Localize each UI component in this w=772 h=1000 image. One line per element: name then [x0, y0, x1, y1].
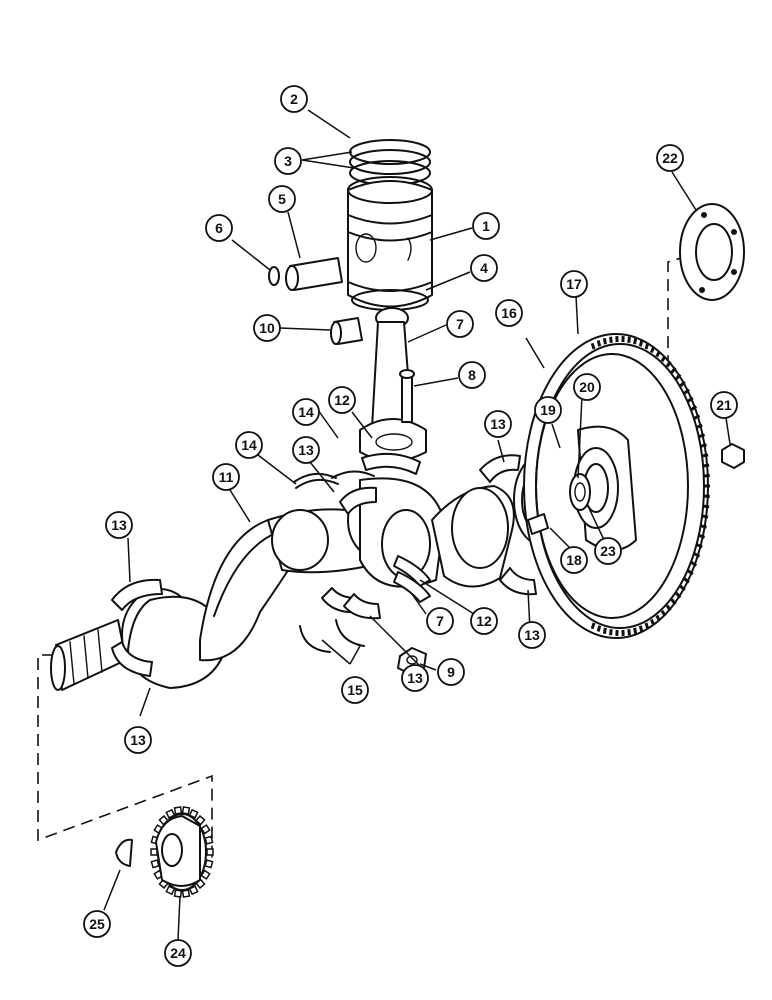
callout-label: 13 [524, 627, 540, 643]
retainer-plate [679, 203, 745, 301]
callout-label: 9 [447, 664, 455, 680]
callout-label: 13 [298, 442, 314, 458]
callout-17: 17 [560, 270, 588, 298]
callout-label: 21 [716, 397, 732, 413]
callout-14-left: 14 [235, 431, 263, 459]
callout-24: 24 [164, 939, 192, 967]
callout-label: 12 [476, 613, 492, 629]
callout-1: 1 [472, 212, 500, 240]
callout-label: 24 [170, 945, 186, 961]
callout-13-center: 13 [292, 436, 320, 464]
callout-14-upper: 14 [292, 398, 320, 426]
retainer-clip [268, 266, 280, 286]
leader-lines [103, 109, 731, 941]
callout-label: 3 [284, 153, 292, 169]
callout-22: 22 [656, 144, 684, 172]
callout-13-center-lower: 13 [401, 664, 429, 692]
callout-label: 14 [298, 404, 314, 420]
main-bearing-shells [111, 454, 537, 677]
callout-label: 4 [480, 260, 488, 276]
flywheel-nut [721, 443, 745, 469]
callout-label: 10 [259, 320, 275, 336]
woodruff-key [115, 838, 133, 867]
callout-label: 11 [219, 469, 234, 485]
callout-label: 20 [579, 379, 595, 395]
crankshaft [50, 455, 573, 691]
dowel-pin [527, 513, 549, 535]
callout-21: 21 [710, 391, 738, 419]
callout-9: 9 [437, 658, 465, 686]
callout-label: 14 [241, 437, 257, 453]
callout-15: 15 [341, 676, 369, 704]
callout-11: 11 [212, 463, 240, 491]
callout-2: 2 [280, 85, 308, 113]
callout-16: 16 [495, 299, 523, 327]
callout-label: 13 [111, 517, 127, 533]
pilot-bearing [569, 473, 591, 511]
piston [347, 139, 433, 311]
callout-13-rear-lower: 13 [518, 621, 546, 649]
ring-gear-teeth [590, 336, 710, 636]
callout-13-front-upper: 13 [105, 511, 133, 539]
callout-20: 20 [573, 373, 601, 401]
callout-7-lower: 7 [426, 607, 454, 635]
flywheel [523, 333, 710, 639]
small-end-bushing [330, 317, 363, 345]
callout-label: 6 [215, 220, 223, 236]
callout-18: 18 [560, 546, 588, 574]
callout-label: 7 [456, 316, 464, 332]
callout-7-upper: 7 [446, 310, 474, 338]
callout-19: 19 [534, 396, 562, 424]
callout-label: 23 [600, 543, 616, 559]
callout-label: 13 [407, 670, 423, 686]
callout-23: 23 [594, 537, 622, 565]
callout-5: 5 [268, 185, 296, 213]
callout-label: 13 [130, 732, 146, 748]
callout-label: 15 [347, 682, 363, 698]
callout-label: 25 [89, 916, 105, 932]
connecting-rod [359, 307, 427, 462]
piston-pin [285, 257, 343, 291]
callout-label: 8 [468, 367, 476, 383]
callout-label: 12 [334, 392, 350, 408]
callout-13-rear-upper: 13 [484, 410, 512, 438]
callout-25: 25 [83, 910, 111, 938]
callout-label: 5 [278, 191, 286, 207]
callout-label: 7 [436, 613, 444, 629]
callout-label: 16 [501, 305, 517, 321]
callout-label: 22 [662, 150, 678, 166]
callout-label: 1 [482, 218, 490, 234]
rod-bearing-shells [361, 452, 431, 603]
callout-12-lower: 12 [470, 607, 498, 635]
callout-8: 8 [458, 361, 486, 389]
callout-label: 18 [566, 552, 582, 568]
callout-6: 6 [205, 214, 233, 242]
callout-10: 10 [253, 314, 281, 342]
thrust-washers [293, 470, 375, 653]
callout-12-upper: 12 [328, 386, 356, 414]
callout-13-front-lower: 13 [124, 726, 152, 754]
callout-label: 17 [566, 276, 582, 292]
callout-3: 3 [274, 147, 302, 175]
rod-bolt [399, 369, 415, 423]
callout-label: 2 [290, 91, 298, 107]
crankshaft-gear [150, 806, 214, 898]
callout-4: 4 [470, 254, 498, 282]
callout-label: 19 [540, 402, 556, 418]
callout-label: 13 [490, 416, 506, 432]
